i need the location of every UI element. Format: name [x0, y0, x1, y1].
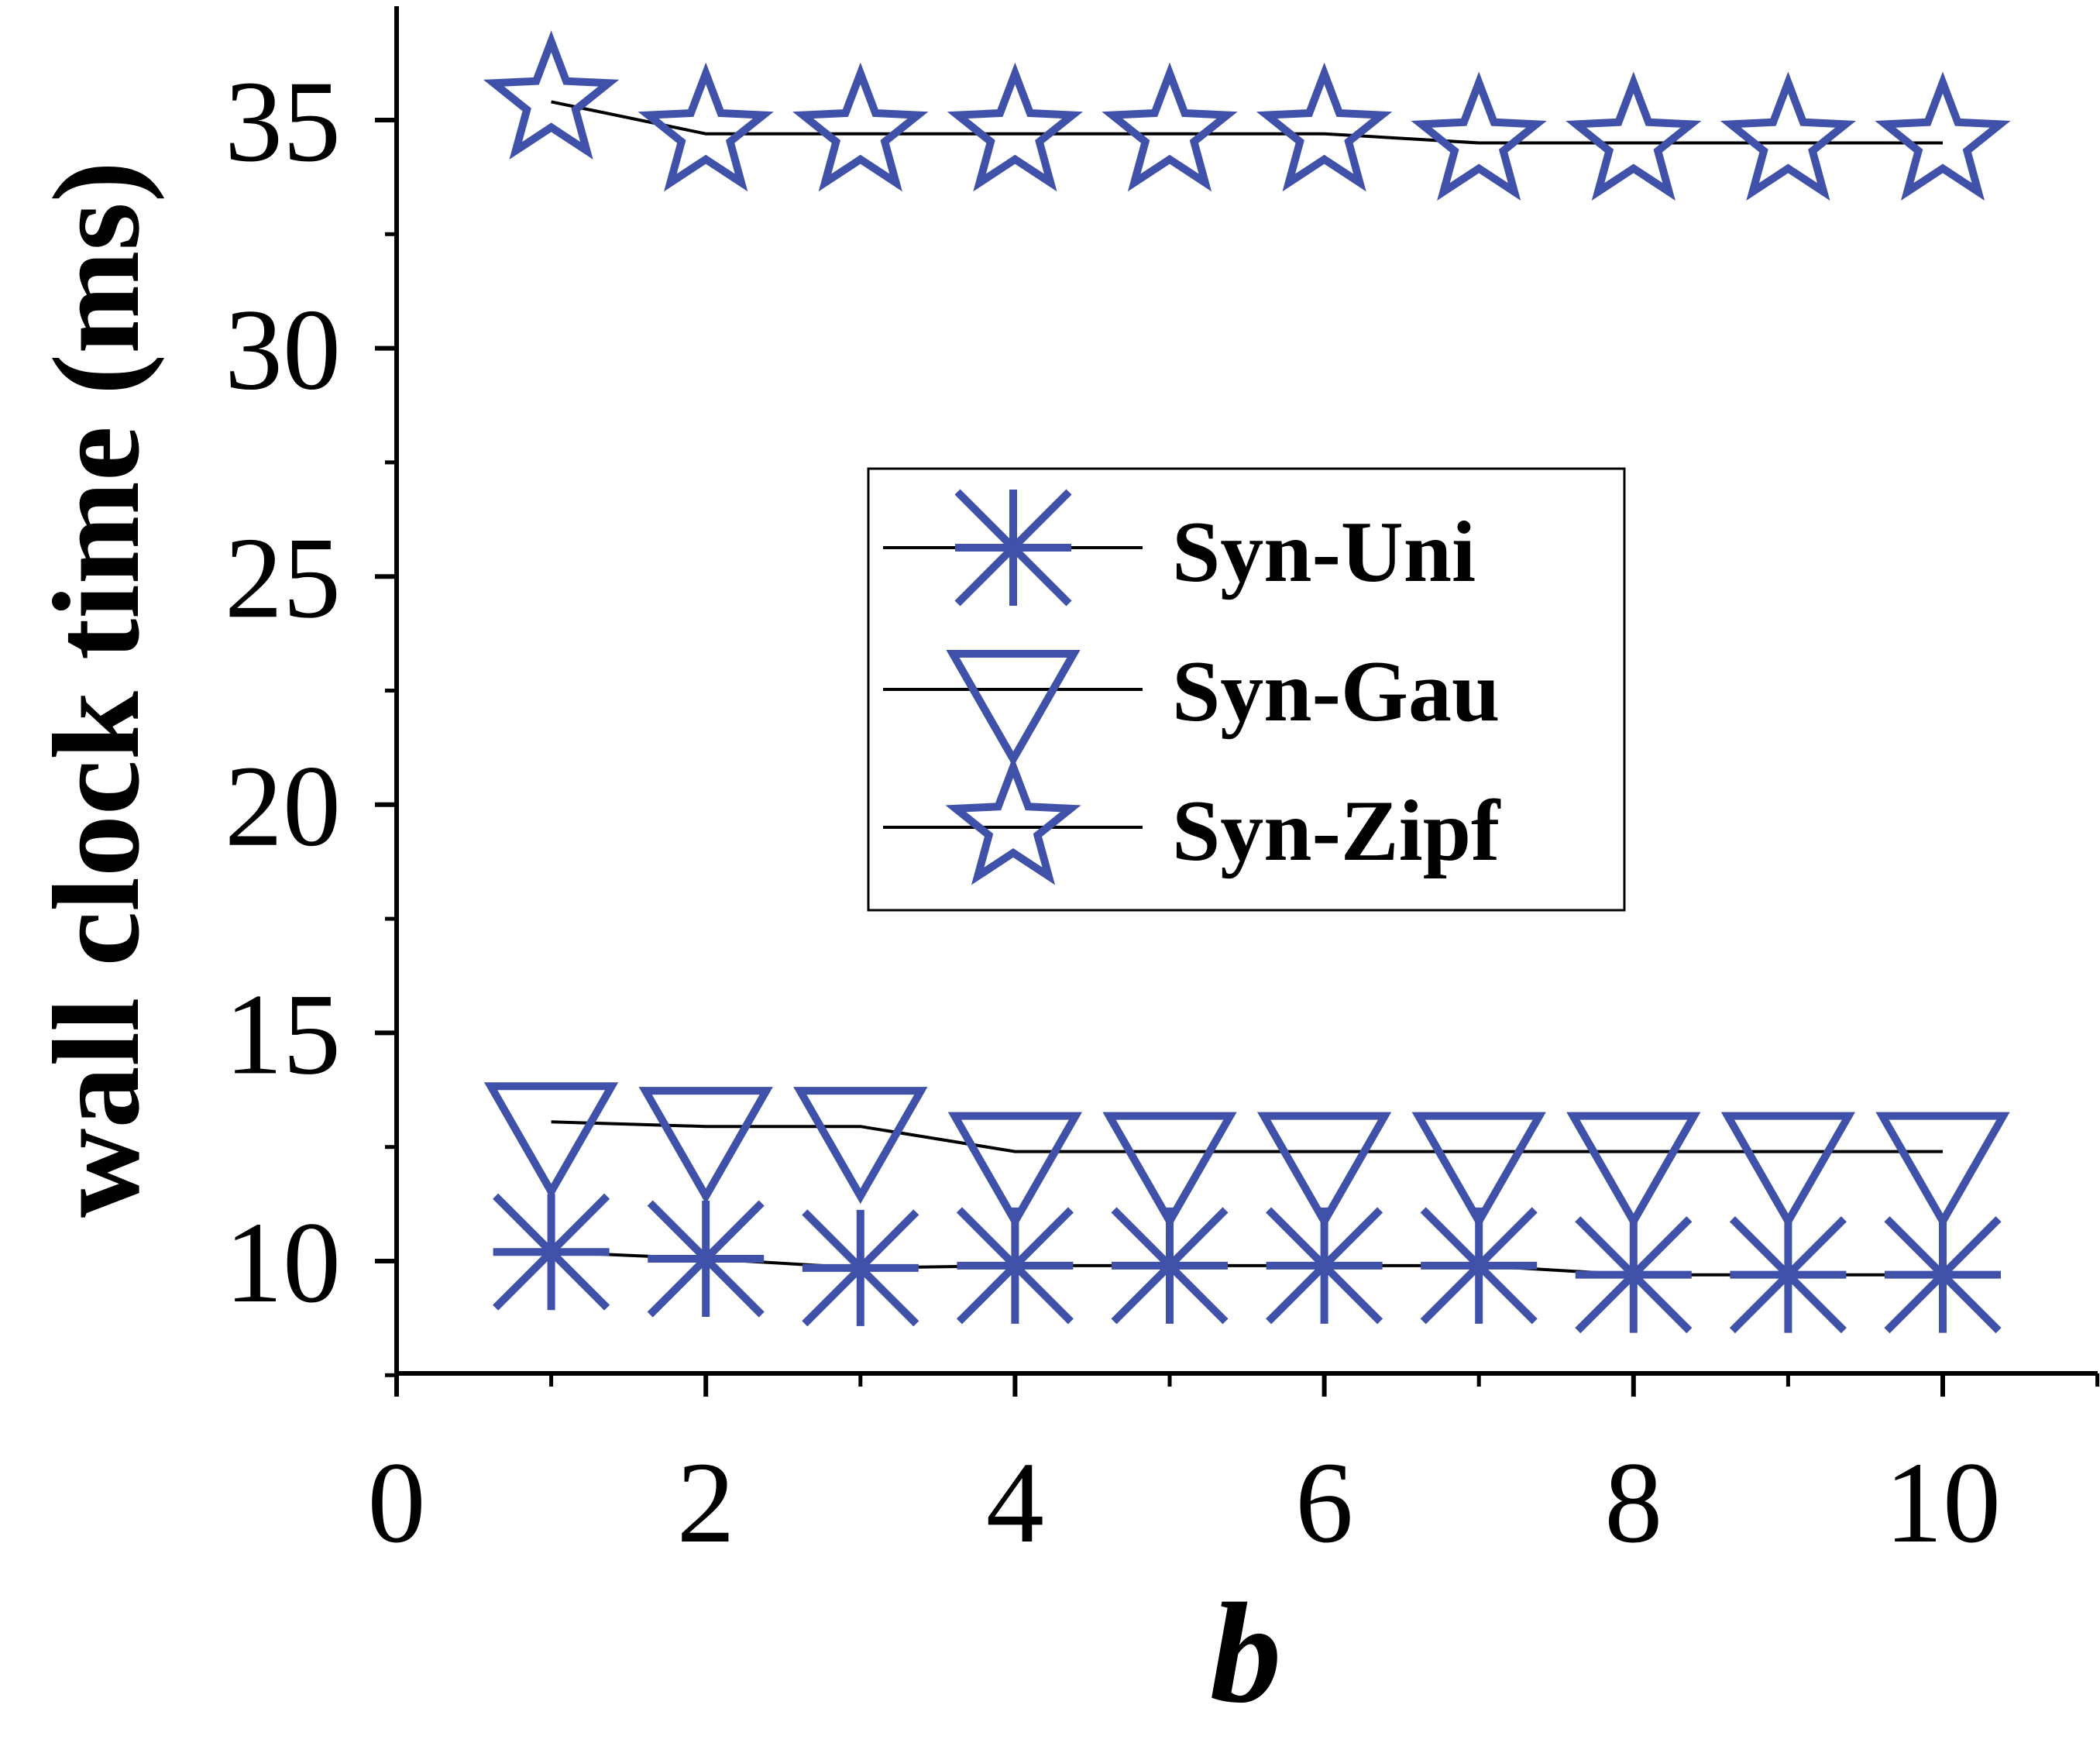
series-lines — [551, 100, 1943, 1277]
x-tick-label: 0 — [368, 1438, 426, 1567]
data-point — [1411, 1112, 1546, 1229]
y-tick-label: 20 — [225, 742, 341, 871]
series-points-syn-uni — [493, 1193, 2002, 1334]
legend-label-syn-gau: Syn-Gau — [1172, 644, 1500, 740]
data-point — [802, 1209, 919, 1327]
legend-entries — [883, 489, 1143, 885]
data-point — [1256, 1112, 1392, 1229]
legend: Syn-Uni Syn-Gau Syn-Zipf — [867, 467, 1626, 912]
series-line-syn-zipf — [551, 100, 1943, 145]
data-point — [1884, 1216, 2002, 1334]
data-point — [1102, 1112, 1237, 1229]
data-point — [1411, 71, 1547, 201]
data-point — [1720, 1112, 1856, 1229]
x-tick-label: 8 — [1604, 1438, 1662, 1567]
series-points-syn-gau — [483, 1082, 2010, 1229]
data-point — [1729, 1216, 1847, 1334]
x-ticks: 0 2 4 6 8 10 — [368, 1373, 2100, 1567]
data-point — [792, 62, 929, 192]
data-point — [483, 30, 620, 160]
y-tick-label: 10 — [225, 1198, 341, 1327]
data-point — [483, 1082, 619, 1200]
data-point — [638, 1087, 773, 1205]
series-markers — [483, 30, 2011, 1334]
legend-marker-syn-uni — [954, 489, 1072, 607]
data-point — [493, 1193, 610, 1311]
data-point — [947, 62, 1084, 192]
legend-label-syn-zipf: Syn-Zipf — [1172, 783, 1501, 879]
x-tick-label: 2 — [677, 1438, 735, 1567]
data-point — [638, 62, 774, 192]
data-point — [1720, 71, 1857, 201]
legend-label-syn-uni: Syn-Uni — [1172, 504, 1476, 600]
legend-marker-syn-zipf — [945, 755, 1081, 885]
data-point — [1256, 62, 1393, 192]
series-points-syn-zipf — [483, 30, 2011, 201]
x-axis-title: b — [1210, 1574, 1282, 1733]
data-point — [947, 1112, 1083, 1229]
data-point — [1875, 71, 2011, 201]
y-tick-label: 35 — [225, 57, 341, 186]
y-axis-title: wall clock time (ms) — [27, 161, 165, 1218]
data-point — [1566, 1112, 1701, 1229]
x-tick-label: 10 — [1885, 1438, 2001, 1567]
data-point — [1875, 1112, 2010, 1229]
data-point — [1266, 1207, 1383, 1325]
y-tick-label: 15 — [225, 970, 341, 1098]
data-point — [647, 1200, 765, 1318]
y-ticks: 10 15 20 25 30 35 — [225, 57, 397, 1377]
data-point — [793, 1087, 928, 1205]
data-point — [1111, 1207, 1229, 1325]
series-line-syn-uni — [551, 1250, 1943, 1277]
data-point — [1420, 1207, 1538, 1325]
y-tick-label: 30 — [225, 286, 341, 414]
series-line-syn-gau — [551, 1120, 1943, 1153]
data-point — [1575, 1216, 1693, 1334]
x-tick-label: 6 — [1295, 1438, 1353, 1567]
data-point — [1102, 62, 1238, 192]
legend-marker-syn-gau — [946, 650, 1081, 768]
y-tick-label: 25 — [225, 514, 341, 642]
x-tick-label: 4 — [986, 1438, 1044, 1567]
data-point — [1566, 71, 1702, 201]
